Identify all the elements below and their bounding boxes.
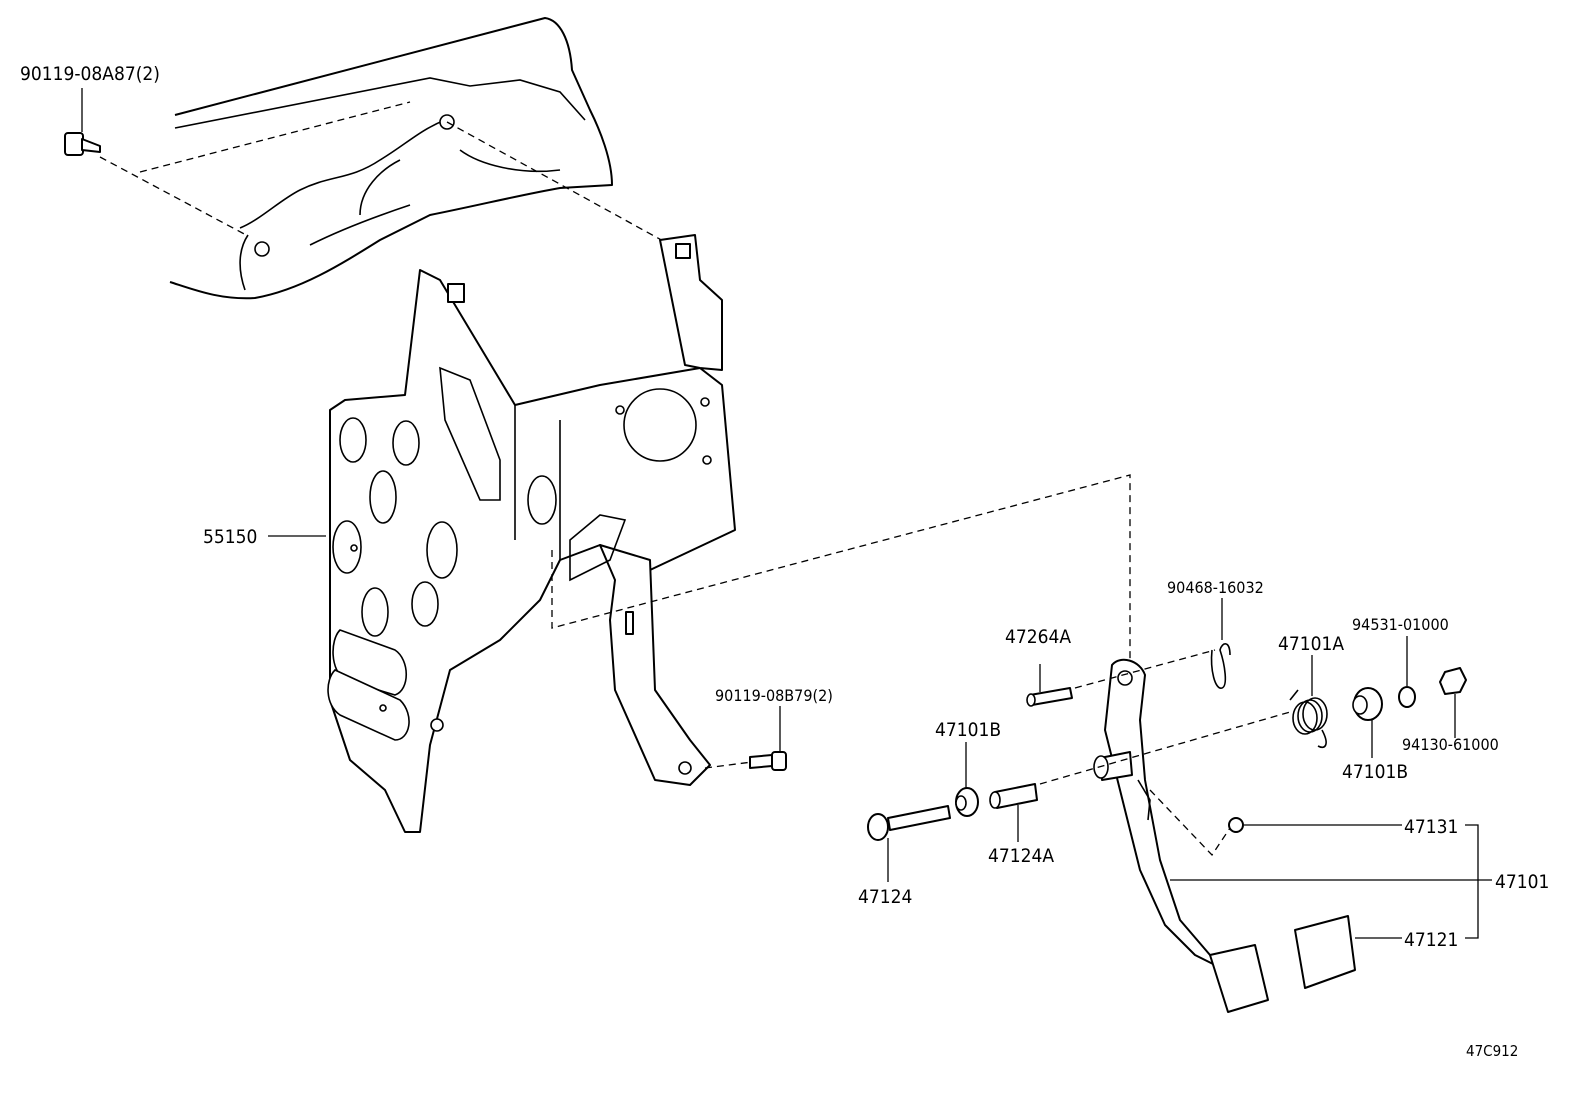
label-pad: 47121 (1404, 929, 1458, 951)
spring-icon (1289, 655, 1328, 749)
bolt-mid-icon (704, 706, 787, 771)
label-washer: 94531-01000 (1352, 615, 1449, 634)
label-bushing-right: 47101B (1342, 761, 1408, 783)
dash-panel-illustration (169, 17, 613, 300)
label-pivot-bolt: 47124 (858, 886, 912, 908)
label-bolt-mid: 90119-08B79(2) (715, 686, 833, 705)
parts-dashed-guides (1039, 649, 1291, 857)
bushing-left-icon (955, 742, 979, 817)
label-nut: 94130-61000 (1402, 735, 1499, 754)
top-bolt-dashed-guides (99, 101, 666, 243)
collar-icon (989, 783, 1038, 842)
pivot-bolt-icon (867, 805, 951, 882)
pedal-pad-icon (1294, 915, 1356, 989)
pedal-dashed-guide (551, 474, 1131, 668)
label-pedal: 47101 (1495, 871, 1549, 893)
clip-icon (1210, 598, 1231, 689)
nut-icon (1439, 667, 1467, 738)
label-spring: 47101A (1278, 633, 1344, 655)
label-bushing-left: 47101B (935, 719, 1001, 741)
brake-pedal-arm (1093, 658, 1269, 1013)
label-stopper: 47131 (1404, 816, 1458, 838)
label-support: 55150 (203, 526, 257, 548)
label-pin: 47264A (1005, 626, 1071, 648)
label-clip: 90468-16032 (1167, 578, 1264, 597)
pedal-support-bracket (327, 234, 736, 833)
label-collar: 47124A (988, 845, 1054, 867)
pin-icon (1026, 664, 1073, 707)
stopper-icon (1228, 817, 1244, 833)
washer-icon (1398, 636, 1416, 708)
label-bolt-top: 90119-08A87(2) (20, 63, 160, 85)
bushing-right-icon (1352, 687, 1383, 758)
bolt-top-icon (64, 132, 101, 156)
diagram-reference-code: 47C912 (1466, 1042, 1518, 1060)
right-leaders (1170, 824, 1492, 939)
